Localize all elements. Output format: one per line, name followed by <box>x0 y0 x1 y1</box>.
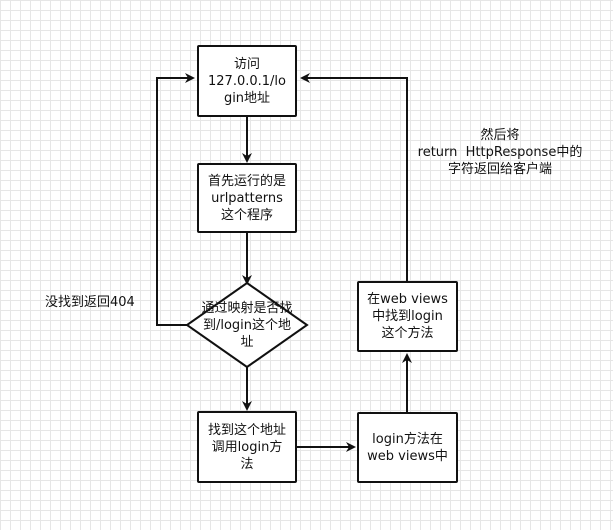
decision-label: 通过映射是否找 到/login这个地 址 <box>192 300 302 351</box>
find-in-views-node: 在web views 中找到login 这个方法 <box>357 281 458 352</box>
arrow-not-found-to-visit <box>156 73 195 326</box>
decision-line-1: 通过映射是否找 <box>201 301 293 316</box>
decision-line-2: 到/login这个地 <box>202 318 292 333</box>
not-found-label: 没找到返回404 <box>45 295 135 310</box>
visit-line-1: 访问 <box>233 56 260 72</box>
urlpatterns-line-3: 这个程序 <box>220 207 273 223</box>
visit-url-node: 访问 127.0.0.1/lo gin地址 <box>197 45 297 117</box>
views-line-1: 在web views <box>367 292 448 307</box>
decision-diamond <box>185 281 309 369</box>
visit-line-3: gin地址 <box>223 90 271 106</box>
urlpatterns-line-1: 首先运行的是 <box>207 173 286 189</box>
found-line-2: 调用login方 <box>211 439 283 455</box>
return-line-2: return HttpResponse中的 <box>417 145 583 160</box>
found-line-1: 找到这个地址 <box>207 422 286 438</box>
login-method-line-1: login方法在 <box>372 431 443 447</box>
return-response-label: 然后将 return HttpResponse中的 字符返回给客户端 <box>410 127 590 178</box>
urlpatterns-line-2: urlpatterns <box>211 190 283 206</box>
visit-line-2: 127.0.0.1/lo <box>208 73 286 89</box>
decision-line-3: 址 <box>240 335 254 350</box>
views-line-2: 中找到login <box>372 309 443 324</box>
return-line-1: 然后将 <box>480 128 520 143</box>
urlpatterns-node: 首先运行的是 urlpatterns 这个程序 <box>197 163 297 233</box>
login-method-node: login方法在 web views中 <box>357 412 458 483</box>
arrow-views-return-to-visit <box>300 73 408 281</box>
login-method-line-2: web views中 <box>367 448 448 464</box>
found-call-login-node: 找到这个地址 调用login方 法 <box>197 411 297 483</box>
found-line-3: 法 <box>240 456 254 472</box>
views-line-3: 这个方法 <box>381 326 434 341</box>
return-line-3: 字符返回给客户端 <box>447 162 552 177</box>
